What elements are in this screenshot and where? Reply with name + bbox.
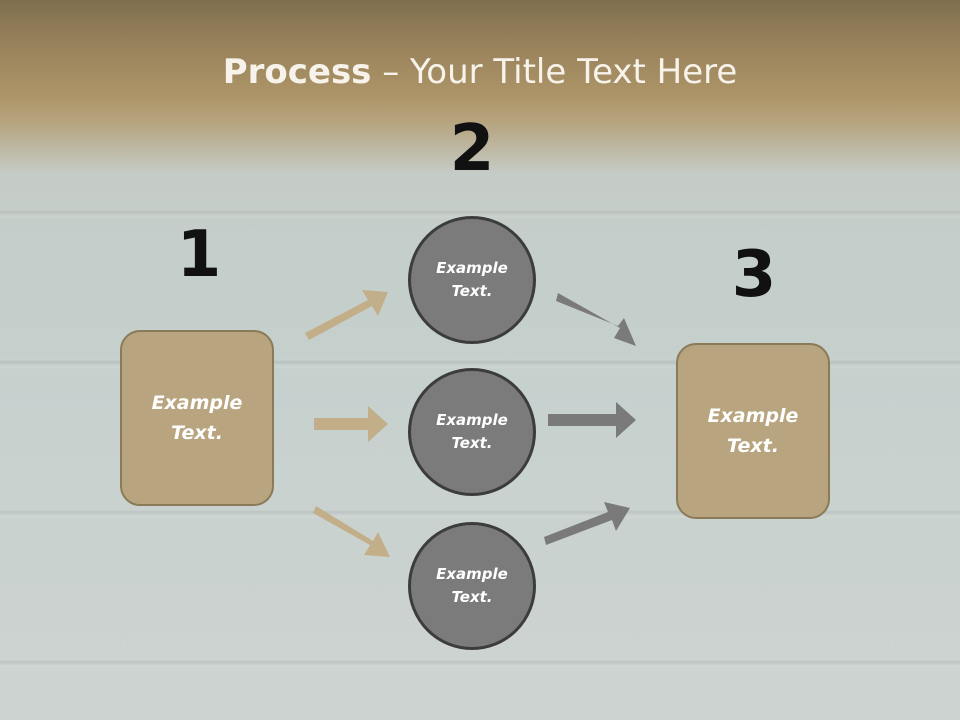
arrow-to-circle-3 bbox=[313, 506, 390, 557]
arrow-to-circle-2 bbox=[314, 406, 388, 442]
tan-arrows bbox=[305, 290, 390, 557]
title-bold: Process bbox=[222, 52, 372, 92]
gray-arrows bbox=[544, 293, 636, 545]
step-number-2: 2 bbox=[449, 112, 495, 186]
title-rest: – Your Title Text Here bbox=[371, 52, 738, 92]
circle-3-line2: Text. bbox=[451, 588, 493, 606]
arrow-from-circle-3 bbox=[544, 502, 630, 545]
right-box-line2: Text. bbox=[727, 435, 779, 457]
circle-2-line1: Example bbox=[436, 411, 508, 429]
circle-3-line1: Example bbox=[436, 565, 508, 583]
arrow-from-circle-1 bbox=[556, 293, 636, 346]
left-box-line1: Example bbox=[151, 392, 243, 414]
circle-2-line2: Text. bbox=[451, 434, 493, 452]
circle-1-line2: Text. bbox=[451, 282, 493, 300]
right-box-line1: Example bbox=[707, 405, 799, 427]
circle-1-line1: Example bbox=[436, 259, 508, 277]
step-number-3: 3 bbox=[731, 238, 777, 312]
arrow-to-circle-1 bbox=[305, 290, 388, 340]
slide-title: Process – Your Title Text Here bbox=[0, 52, 960, 92]
left-box-line2: Text. bbox=[171, 422, 223, 444]
step-number-1: 1 bbox=[176, 218, 222, 292]
arrow-from-circle-2 bbox=[548, 402, 636, 438]
